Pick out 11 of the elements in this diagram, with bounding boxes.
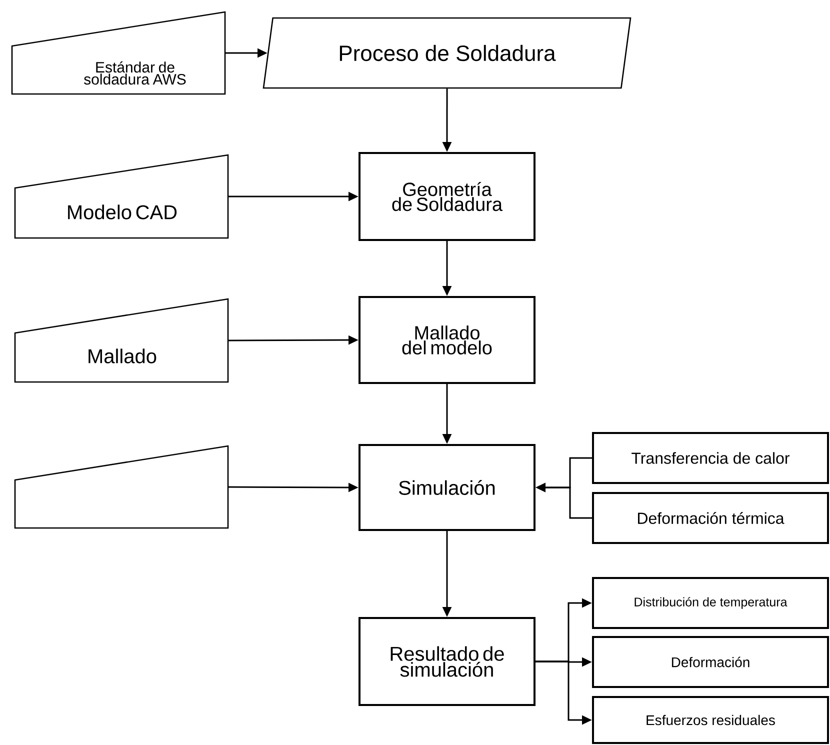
process-box: Geometría de Soldadura bbox=[358, 152, 536, 241]
output-box: Distribución de temperatura bbox=[592, 577, 829, 629]
data-parallelogram: Proceso de Soldadura bbox=[262, 17, 632, 89]
process-box: Resultado de simulación bbox=[358, 617, 536, 706]
output-box: Esfuerzos residuales bbox=[592, 696, 829, 744]
output-box: Deformación bbox=[592, 636, 829, 688]
output-box: Deformación térmica bbox=[592, 492, 829, 544]
process-box: Simulación bbox=[358, 444, 536, 531]
output-box: Transferencia de calor bbox=[592, 432, 829, 484]
process-box: Mallado del modelo bbox=[358, 296, 536, 384]
manual-input-shape bbox=[14, 445, 229, 529]
